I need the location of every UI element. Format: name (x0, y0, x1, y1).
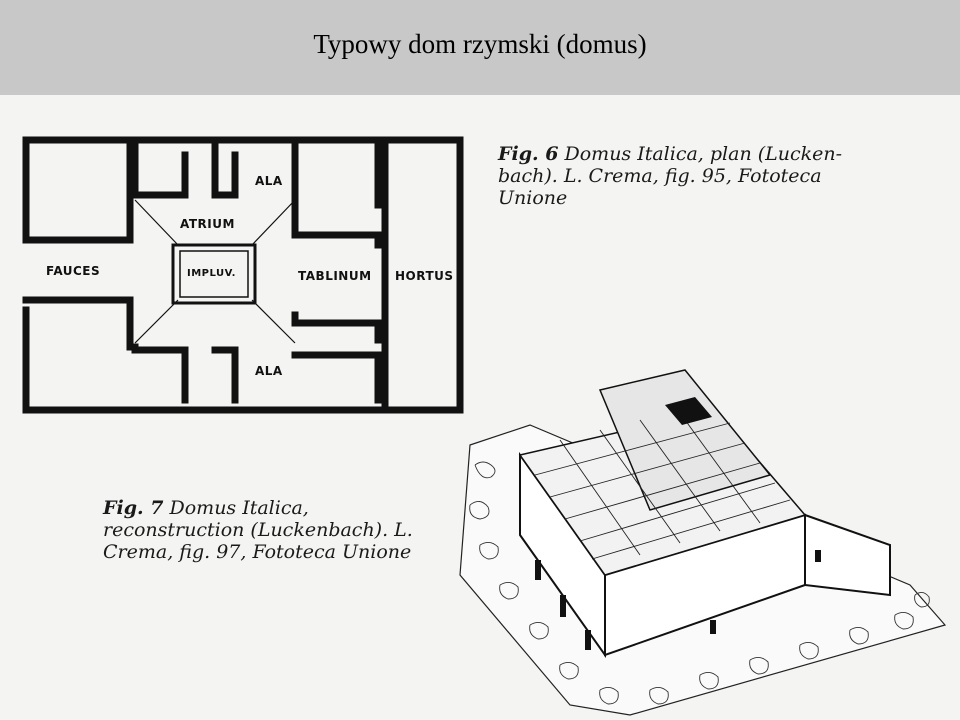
label-atrium: ATRIUM (180, 217, 235, 231)
figure-7-text: Domus Italica, reconstruction (Luckenbac… (103, 497, 413, 563)
figure-7-number: Fig. 7 (103, 497, 164, 519)
label-fauces: FAUCES (46, 264, 100, 278)
windows (535, 550, 821, 650)
domus-floor-plan: FAUCES ATRIUM ALA ALA IMPLUV. TABLINUM H… (22, 136, 464, 414)
figure-7-caption: Fig. 7 Domus Italica, reconstruction (Lu… (103, 497, 443, 563)
figure-6-text: Domus Italica, plan (Lucken-bach). L. Cr… (498, 143, 843, 209)
label-ala-top: ALA (255, 174, 283, 188)
slide-title: Typowy dom rzymski (domus) (313, 29, 647, 59)
garden-wall (804, 513, 891, 597)
domus-reconstruction-drawing (459, 369, 947, 716)
label-impluvium: IMPLUV. (187, 268, 236, 279)
scanned-page-photo: FAUCES ATRIUM ALA ALA IMPLUV. TABLINUM H… (0, 95, 960, 720)
outer-wall (22, 136, 464, 414)
compluvium-opening (665, 397, 712, 425)
impluvium-basin (171, 243, 257, 305)
slide-title-bar: Typowy dom rzymski (domus) (0, 0, 960, 95)
label-ala-bottom: ALA (255, 364, 283, 378)
figure-6-caption: Fig. 6 Domus Italica, plan (Lucken-bach)… (498, 143, 848, 209)
figure-6-number: Fig. 6 (498, 143, 559, 165)
tiled-roof (518, 369, 807, 576)
label-hortus: HORTUS (395, 269, 454, 283)
label-tablinum: TABLINUM (298, 269, 372, 283)
